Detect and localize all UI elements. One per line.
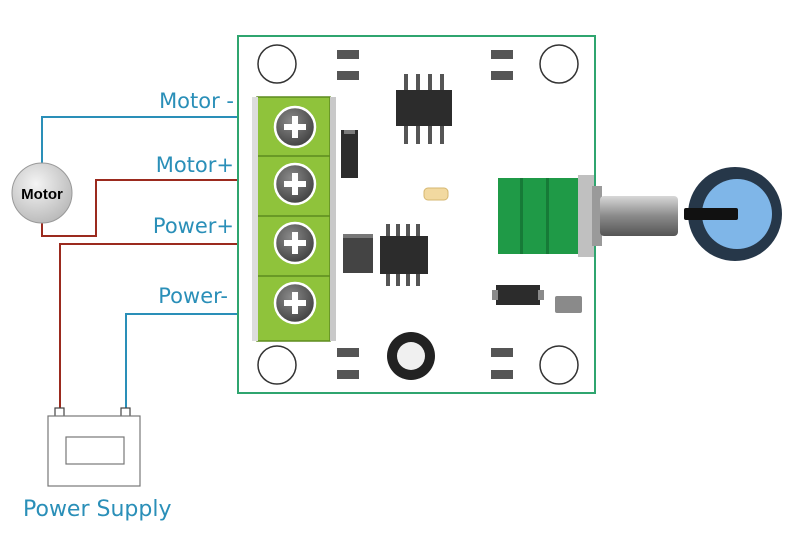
mounting-hole xyxy=(257,345,297,385)
terminal-label-motor-minus: Motor - xyxy=(159,89,234,113)
diode xyxy=(341,130,358,178)
mounting-hole xyxy=(257,44,297,84)
screw-terminal-icon xyxy=(273,162,317,206)
terminal-block xyxy=(252,96,336,342)
ic-chip-middle xyxy=(380,224,428,286)
screw-terminal-icon xyxy=(273,105,317,149)
wire-power-plus xyxy=(59,243,252,412)
motor-icon xyxy=(11,162,73,224)
mounting-hole xyxy=(539,44,579,84)
potentiometer xyxy=(498,175,678,257)
potentiometer-shaft xyxy=(600,196,678,236)
mounting-hole xyxy=(539,345,579,385)
led xyxy=(423,187,449,201)
smd-components xyxy=(337,50,513,379)
ic-chip-top xyxy=(396,74,452,144)
smd-component xyxy=(555,296,582,313)
terminal-label-motor-plus: Motor+ xyxy=(156,153,234,177)
power-supply-label: Power Supply xyxy=(23,497,171,522)
screw-terminal-icon xyxy=(273,221,317,265)
wires xyxy=(41,116,252,412)
terminal-label-power-minus: Power- xyxy=(158,284,228,308)
terminal-label-power-plus: Power+ xyxy=(153,214,234,238)
power-supply-icon xyxy=(47,407,141,487)
smd-diode xyxy=(496,285,540,305)
potentiometer-knob-icon xyxy=(684,167,782,261)
transistor xyxy=(343,236,373,273)
wire-motor-minus xyxy=(41,116,252,170)
wire-motor-plus xyxy=(41,179,252,237)
wire-power-minus xyxy=(125,313,252,412)
screw-terminal-icon xyxy=(273,281,317,325)
motor-label: Motor xyxy=(21,186,63,203)
